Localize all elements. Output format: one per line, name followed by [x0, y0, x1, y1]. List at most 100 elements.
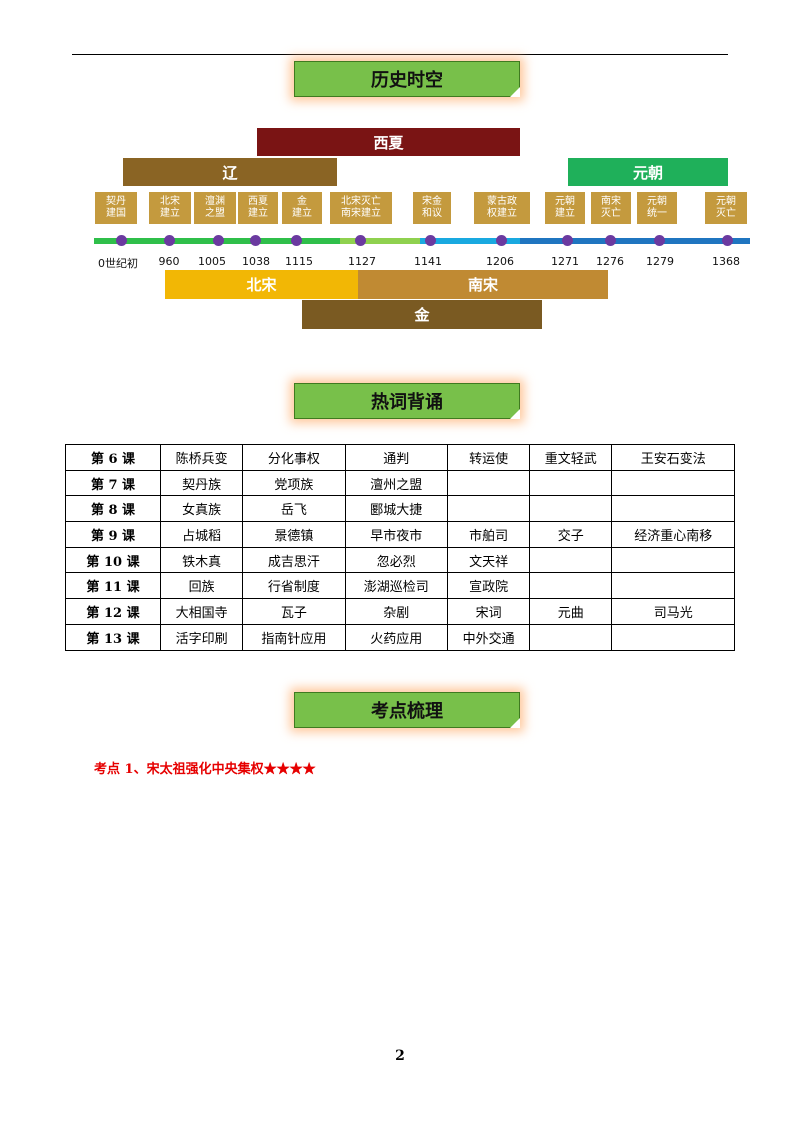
dynasty-label-nansong: 南宋 [467, 276, 498, 294]
timeline-dot [116, 235, 127, 246]
term-cell: 王安石变法 [611, 444, 735, 471]
term-cell: 中外交通 [446, 623, 531, 651]
lesson-cell: 第 6 课 [65, 444, 161, 471]
term-cell: 忽必烈 [344, 546, 448, 574]
timeline-dot [722, 235, 733, 246]
term-cell: 景德镇 [242, 521, 346, 548]
term-cell [446, 469, 531, 497]
event-box: 北宋灭亡 南宋建立 [330, 192, 392, 224]
year-label: 1005 [198, 255, 226, 268]
table-row: 第 7 课契丹族党项族澶州之盟 [65, 469, 735, 497]
banner-hotwords: 热词背诵 [294, 383, 520, 419]
timeline-dot [496, 235, 507, 246]
term-cell: 重文轻武 [529, 444, 613, 471]
event-box: 元朝 建立 [545, 192, 585, 224]
term-cell: 大相国寺 [159, 598, 244, 625]
term-cell [529, 469, 613, 497]
dynasty-bar-beisong: 北宋 [165, 270, 358, 299]
dynasty-label-jin: 金 [414, 306, 430, 324]
timeline-dot [425, 235, 436, 246]
lesson-cell: 第 13 课 [65, 623, 161, 651]
event-box: 澶渊 之盟 [194, 192, 236, 224]
term-cell: 宋词 [446, 598, 531, 625]
term-cell [529, 546, 613, 574]
term-cell: 瓦子 [242, 598, 346, 625]
event-box: 北宋 建立 [149, 192, 191, 224]
term-cell: 回族 [159, 572, 244, 600]
term-cell [611, 495, 735, 523]
banner-timeline-label: 历史时空 [371, 70, 443, 91]
table-row: 第 10 课铁木真成吉思汗忽必烈文天祥 [65, 546, 735, 574]
term-cell: 文天祥 [446, 546, 531, 574]
timeline-dot [291, 235, 302, 246]
year-label: 960 [158, 255, 180, 268]
timeline-segment [420, 238, 520, 244]
term-cell: 元曲 [529, 598, 613, 625]
term-cell [529, 495, 613, 523]
term-cell: 早市夜市 [344, 521, 448, 548]
lesson-cell: 第 10 课 [65, 546, 161, 574]
dynasty-label-xixia: 西夏 [373, 133, 404, 152]
term-cell: 党项族 [242, 469, 346, 497]
table-row: 第 8 课女真族岳飞郾城大捷 [65, 495, 735, 523]
dynasty-label-beisong: 北宋 [246, 276, 277, 294]
term-cell [529, 623, 613, 651]
lesson-cell: 第 9 课 [65, 521, 161, 548]
term-cell: 澎湖巡检司 [344, 572, 448, 600]
term-cell: 通判 [344, 444, 448, 471]
event-box: 西夏 建立 [238, 192, 278, 224]
term-cell [611, 546, 735, 574]
dynasty-label-yuan: 元朝 [632, 163, 663, 182]
timeline-dot [250, 235, 261, 246]
lesson-cell: 第 11 课 [65, 572, 161, 600]
term-cell: 契丹族 [159, 469, 244, 497]
term-cell: 宣政院 [446, 572, 531, 600]
term-cell: 成吉思汗 [242, 546, 346, 574]
event-box: 契丹 建国 [95, 192, 137, 224]
term-cell [446, 495, 531, 523]
event-box: 金 建立 [282, 192, 322, 224]
term-cell: 指南针应用 [242, 623, 346, 651]
banner-keypoints-label: 考点梳理 [371, 701, 443, 722]
table-row: 第 12 课大相国寺瓦子杂剧宋词元曲司马光 [65, 598, 735, 625]
term-cell: 女真族 [159, 495, 244, 523]
page-number: 2 [395, 1048, 405, 1064]
timeline-dot [355, 235, 366, 246]
term-cell: 铁木真 [159, 546, 244, 574]
dynasty-bar-liao: 辽 [123, 158, 337, 186]
year-label: 1271 [551, 255, 579, 268]
term-cell: 行省制度 [242, 572, 346, 600]
vocab-table: 第 6 课陈桥兵变分化事权通判转运使重文轻武王安石变法第 7 课契丹族党项族澶州… [65, 444, 735, 651]
table-row: 第 6 课陈桥兵变分化事权通判转运使重文轻武王安石变法 [65, 444, 735, 471]
term-cell: 岳飞 [242, 495, 346, 523]
table-row: 第 9 课占城稻景德镇早市夜市市舶司交子经济重心南移 [65, 521, 735, 548]
dynasty-bar-jin: 金 [302, 300, 542, 329]
term-cell [611, 469, 735, 497]
timeline-dot [213, 235, 224, 246]
top-rule [72, 54, 728, 55]
event-box: 元朝 统一 [637, 192, 677, 224]
term-cell: 司马光 [611, 598, 735, 625]
term-cell: 分化事权 [242, 444, 346, 471]
year-label: 1141 [414, 255, 442, 268]
term-cell: 经济重心南移 [611, 521, 735, 548]
lesson-cell: 第 8 课 [65, 495, 161, 523]
dynasty-label-liao: 辽 [222, 163, 238, 182]
timeline-segment [520, 238, 750, 244]
banner-keypoints: 考点梳理 [294, 692, 520, 728]
term-cell: 交子 [529, 521, 613, 548]
term-cell: 转运使 [446, 444, 531, 471]
timeline-dot [654, 235, 665, 246]
dynasty-bar-xixia: 西夏 [257, 128, 520, 156]
lesson-cell: 第 7 课 [65, 469, 161, 497]
table-row: 第 13 课活字印刷指南针应用火药应用中外交通 [65, 623, 735, 651]
term-cell: 市舶司 [446, 521, 531, 548]
term-cell: 活字印刷 [159, 623, 244, 651]
banner-timeline: 历史时空 [294, 61, 520, 97]
term-cell: 占城稻 [159, 521, 244, 548]
timeline-dot [562, 235, 573, 246]
dynasty-bar-nansong: 南宋 [358, 270, 608, 299]
term-cell [529, 572, 613, 600]
year-label: 1206 [486, 255, 514, 268]
year-label: 1127 [348, 255, 376, 268]
